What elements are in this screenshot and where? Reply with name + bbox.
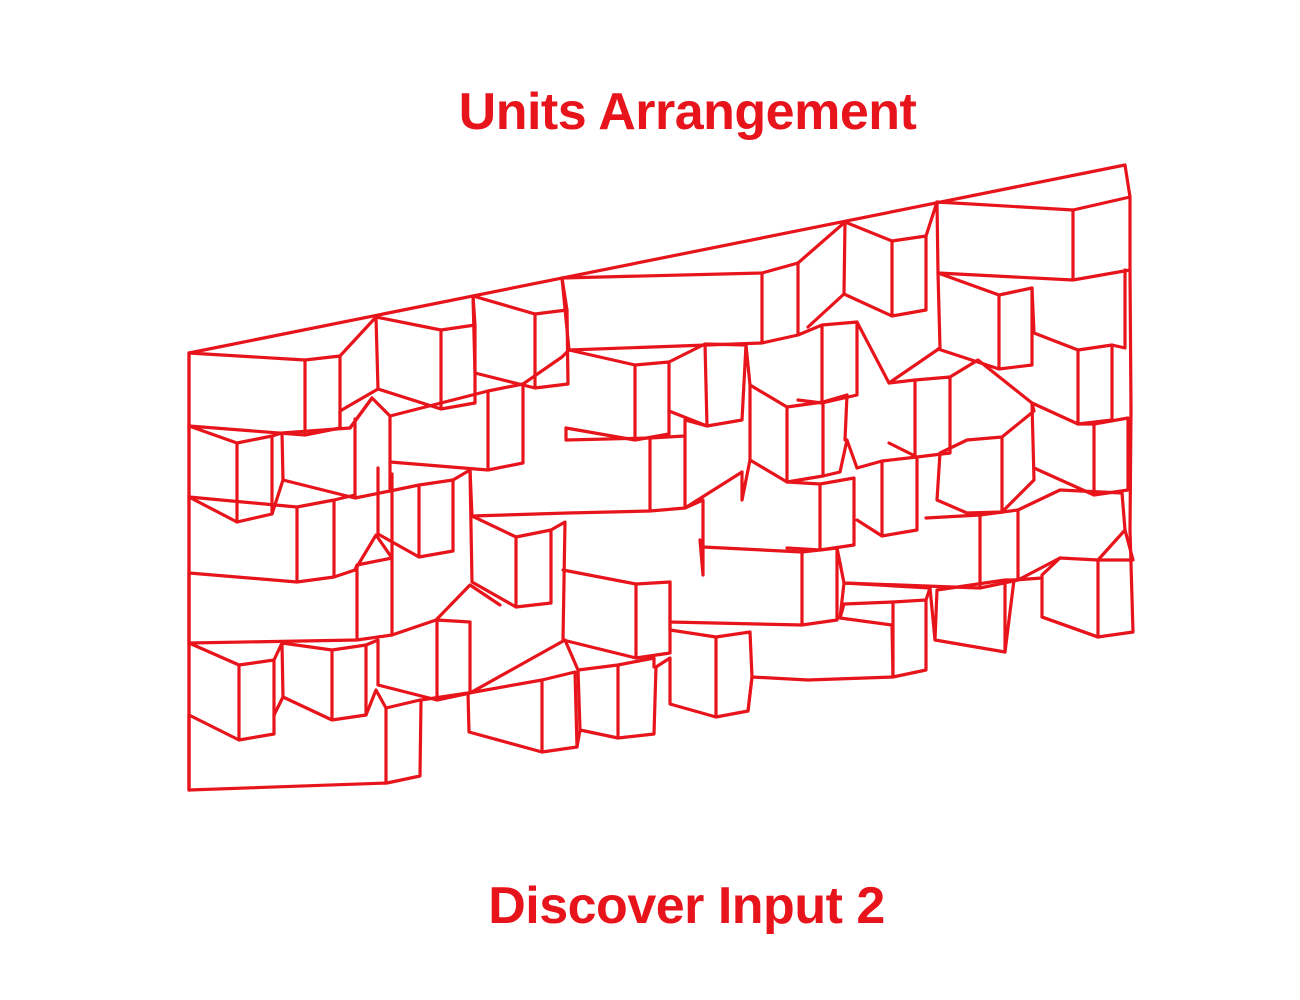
unit [467,670,579,754]
unit [1032,416,1130,497]
unit [668,545,839,627]
unit [1096,528,1135,639]
unit [842,220,928,318]
unit [887,375,952,459]
diagram-caption: Discover Input 2 [488,877,885,935]
unit [303,354,342,437]
unit [564,418,709,442]
unit [390,583,502,637]
unit [821,393,859,478]
unit [806,271,942,385]
unit [744,343,849,484]
unit [935,200,1132,282]
unit [272,641,368,722]
unit [187,556,394,645]
unit [667,342,748,428]
unit [376,466,455,559]
unit [468,638,656,740]
unit [933,578,1016,654]
unit [280,396,392,500]
unit [1000,401,1036,514]
unit [468,468,553,609]
unit [1040,556,1100,639]
unit [560,261,800,352]
brick-units [187,195,1135,792]
unit [796,320,859,405]
unit [187,706,388,792]
unit [748,383,789,484]
unit [668,620,754,719]
unit [549,520,672,660]
unit [838,586,932,679]
wall-frame [187,163,1135,792]
unit [272,688,422,717]
unit [187,424,274,524]
unit [388,382,525,472]
unit [936,271,1034,371]
unit [187,495,336,584]
unit [270,355,564,438]
unit [855,455,919,538]
unit [364,618,472,702]
unit [270,472,394,579]
diagram-title: Units Arrangement [458,83,917,141]
unit [1110,268,1127,350]
unit [785,476,856,552]
unit [451,434,744,518]
unit [1030,286,1114,426]
unit [374,195,1132,332]
unit [935,358,1036,515]
unit [740,458,752,502]
unit [835,508,1020,590]
unit [187,641,276,742]
unit [560,348,671,442]
unit [683,498,705,577]
unit [1016,488,1127,582]
